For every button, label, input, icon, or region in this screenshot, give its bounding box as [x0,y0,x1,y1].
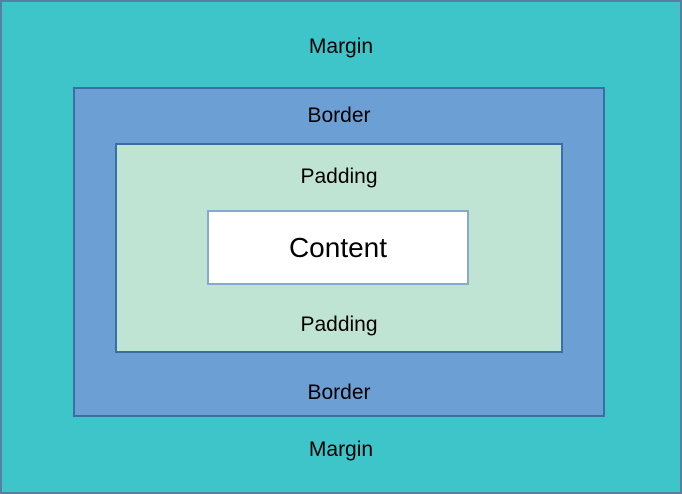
padding-label-bottom: Padding [300,313,378,336]
margin-label-bottom: Margin [308,438,374,461]
padding-box: Padding Padding Content [115,143,563,353]
border-box: Border Border Padding Padding Content [73,87,605,417]
margin-label-top: Margin [308,35,374,58]
border-label-top: Border [307,104,371,127]
border-label-bottom: Border [307,381,371,404]
padding-label-top: Padding [300,165,378,188]
content-label: Content [288,231,388,263]
content-box: Content [207,210,469,285]
